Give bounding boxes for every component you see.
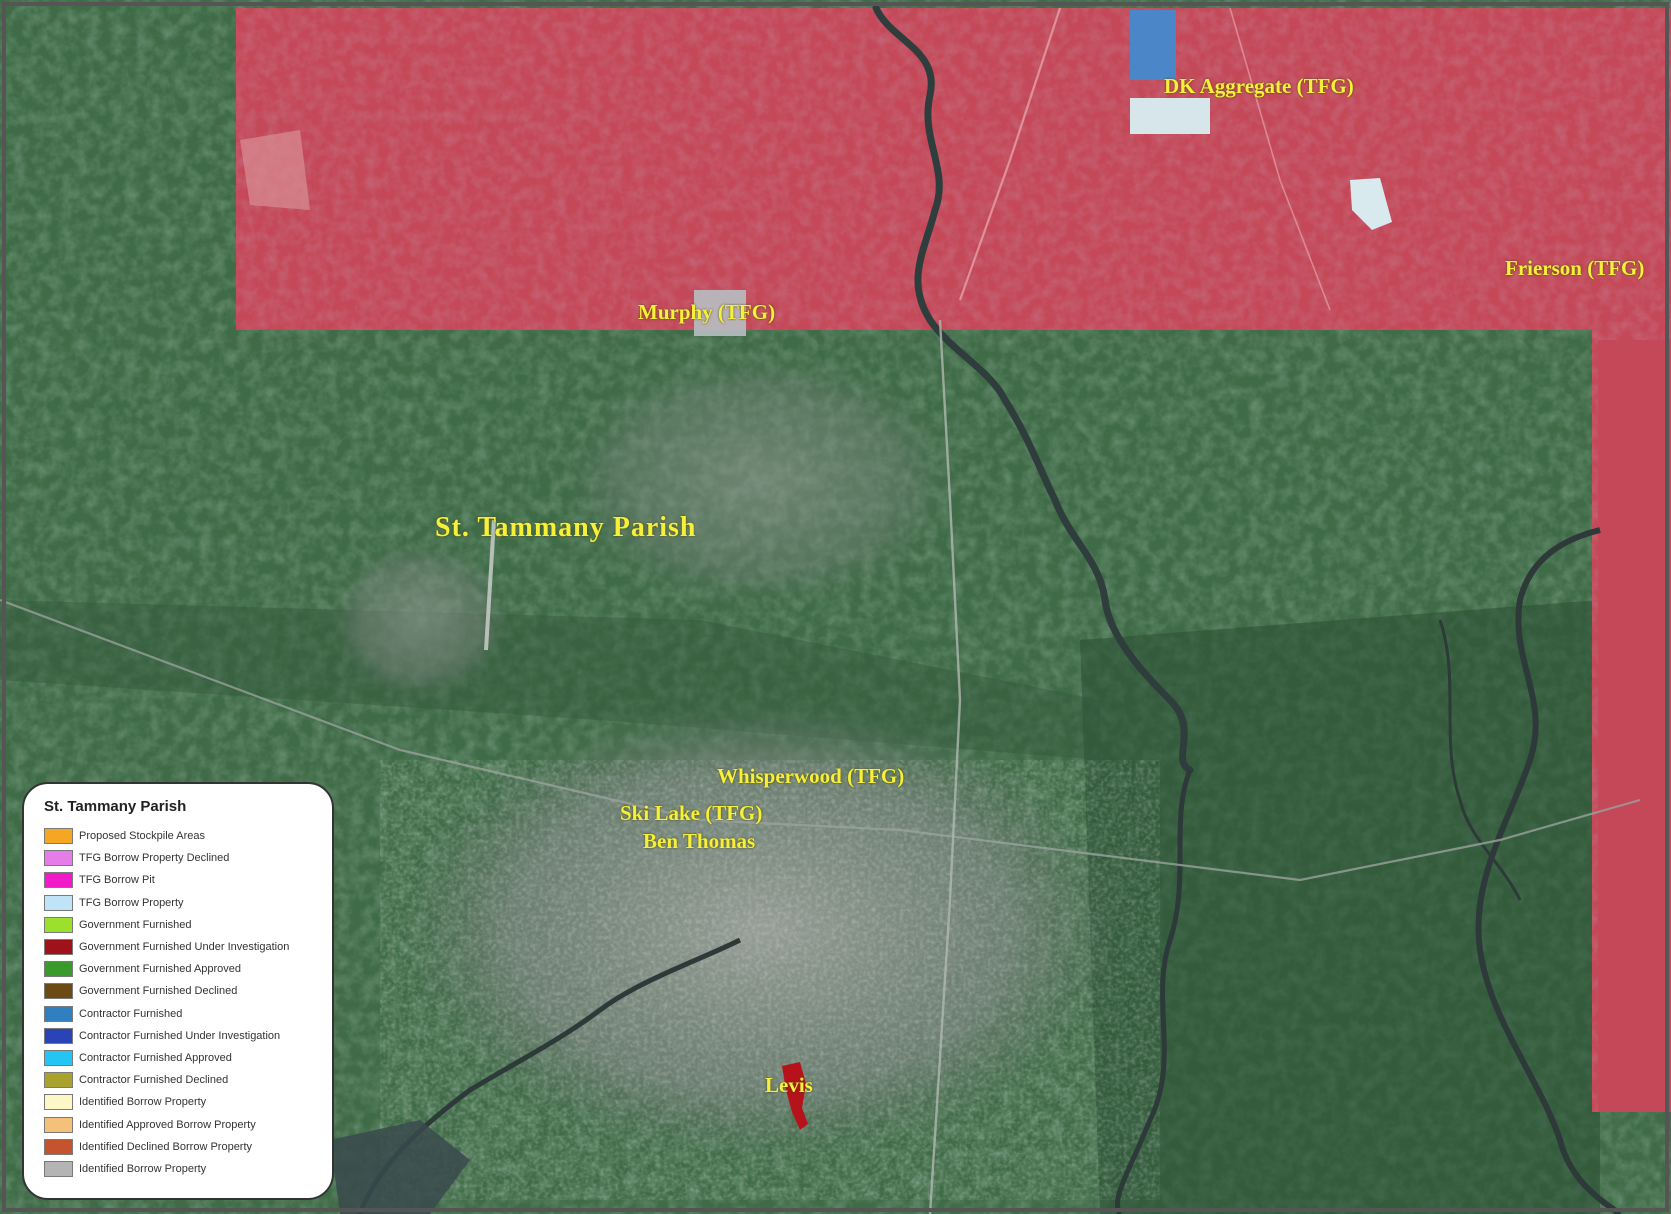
red-zone-east bbox=[1598, 340, 1671, 1112]
label-murphy: Murphy (TFG) bbox=[638, 300, 776, 324]
gray-pit-dk bbox=[1130, 98, 1210, 134]
legend-item: TFG Borrow Property bbox=[44, 892, 314, 914]
legend-item: Contractor Furnished Declined bbox=[44, 1069, 314, 1091]
urban-area-west bbox=[330, 540, 510, 700]
legend-item: Government Furnished bbox=[44, 914, 314, 936]
map-legend: St. Tammany Parish Proposed Stockpile Ar… bbox=[22, 782, 334, 1200]
legend-item: Identified Borrow Property bbox=[44, 1091, 314, 1113]
legend-label: Government Furnished bbox=[79, 918, 192, 931]
river-main bbox=[872, 4, 1194, 774]
legend-item: Government Furnished Approved bbox=[44, 958, 314, 980]
legend-swatch bbox=[44, 1138, 73, 1155]
legend-swatch bbox=[44, 1160, 73, 1177]
label-st-tammany-parish: St. Tammany Parish bbox=[435, 512, 697, 543]
legend-title: St. Tammany Parish bbox=[44, 798, 187, 815]
legend-swatch bbox=[44, 1116, 73, 1133]
legend-item: TFG Borrow Property Declined bbox=[44, 847, 314, 869]
legend-label: TFG Borrow Property bbox=[79, 896, 184, 909]
road-interstate bbox=[0, 598, 1641, 882]
legend-label: Identified Declined Borrow Property bbox=[79, 1140, 253, 1153]
road-diagonal bbox=[958, 7, 1062, 301]
legend-label: TFG Borrow Pit bbox=[79, 874, 155, 887]
estuary-south bbox=[330, 1120, 470, 1214]
clearing-nw bbox=[240, 130, 310, 210]
legend-swatch bbox=[44, 916, 73, 933]
legend-swatch bbox=[44, 1049, 73, 1066]
legend-swatch bbox=[44, 961, 73, 978]
label-frierson: Frierson (TFG) bbox=[1505, 256, 1645, 280]
legend-item: Contractor Furnished Approved bbox=[44, 1047, 314, 1069]
legend-item: TFG Borrow Pit bbox=[44, 869, 314, 891]
legend-item: Government Furnished Under Investigation bbox=[44, 936, 314, 958]
runway bbox=[484, 519, 496, 651]
urban-area-north bbox=[560, 350, 960, 610]
legend-label: Government Furnished Declined bbox=[79, 985, 238, 998]
road-north-south bbox=[928, 319, 962, 1214]
legend-swatch bbox=[44, 872, 73, 889]
legend-swatch bbox=[44, 1094, 73, 1111]
legend-swatch bbox=[44, 850, 73, 867]
legend-label: Identified Approved Borrow Property bbox=[79, 1118, 256, 1131]
forest-east bbox=[1080, 600, 1600, 1214]
legend-label: Proposed Stockpile Areas bbox=[79, 830, 205, 843]
label-dk-aggregate: DK Aggregate (TFG) bbox=[1164, 74, 1354, 98]
legend-label: TFG Borrow Property Declined bbox=[79, 852, 230, 865]
legend-items: Proposed Stockpile Areas TFG Borrow Prop… bbox=[44, 825, 314, 1180]
legend-item: Contractor Furnished Under Investigation bbox=[44, 1025, 314, 1047]
legend-item: Identified Borrow Property bbox=[44, 1158, 314, 1180]
levis-site-polygon bbox=[782, 1062, 808, 1130]
legend-label: Identified Borrow Property bbox=[79, 1096, 207, 1109]
legend-label: Identified Borrow Property bbox=[79, 1162, 207, 1175]
legend-label: Contractor Furnished Under Investigation bbox=[79, 1029, 281, 1042]
river-tributary bbox=[1438, 619, 1522, 901]
red-zone-texture bbox=[236, 8, 1671, 1112]
legend-swatch bbox=[44, 828, 73, 845]
legend-label: Contractor Furnished Approved bbox=[79, 1051, 232, 1064]
legend-item: Proposed Stockpile Areas bbox=[44, 825, 314, 847]
legend-swatch bbox=[44, 939, 73, 956]
label-levis: Levis bbox=[765, 1073, 813, 1097]
legend-swatch bbox=[44, 983, 73, 1000]
legend-swatch bbox=[44, 1005, 73, 1022]
legend-item: Identified Declined Borrow Property bbox=[44, 1136, 314, 1158]
legend-swatch bbox=[44, 1027, 73, 1044]
label-ski-lake: Ski Lake (TFG) bbox=[620, 801, 763, 825]
legend-swatch bbox=[44, 1072, 73, 1089]
legend-item: Identified Approved Borrow Property bbox=[44, 1113, 314, 1135]
legend-label: Government Furnished Under Investigation bbox=[79, 941, 290, 954]
murphy-parcel bbox=[694, 290, 746, 336]
legend-item: Contractor Furnished bbox=[44, 1003, 314, 1025]
legend-item: Government Furnished Declined bbox=[44, 980, 314, 1002]
urban-texture bbox=[380, 760, 1160, 1200]
legend-label: Contractor Furnished bbox=[79, 1007, 183, 1020]
blue-pit-dk bbox=[1130, 10, 1176, 80]
legend-label: Government Furnished Approved bbox=[79, 963, 242, 976]
label-ben-thomas: Ben Thomas bbox=[643, 829, 756, 853]
legend-swatch bbox=[44, 894, 73, 911]
legend-label: Contractor Furnished Declined bbox=[79, 1074, 229, 1087]
pit-frierson bbox=[1350, 178, 1392, 230]
river-lower bbox=[1114, 769, 1193, 1214]
label-whisperwood: Whisperwood (TFG) bbox=[717, 764, 905, 788]
road-east bbox=[1229, 7, 1331, 311]
